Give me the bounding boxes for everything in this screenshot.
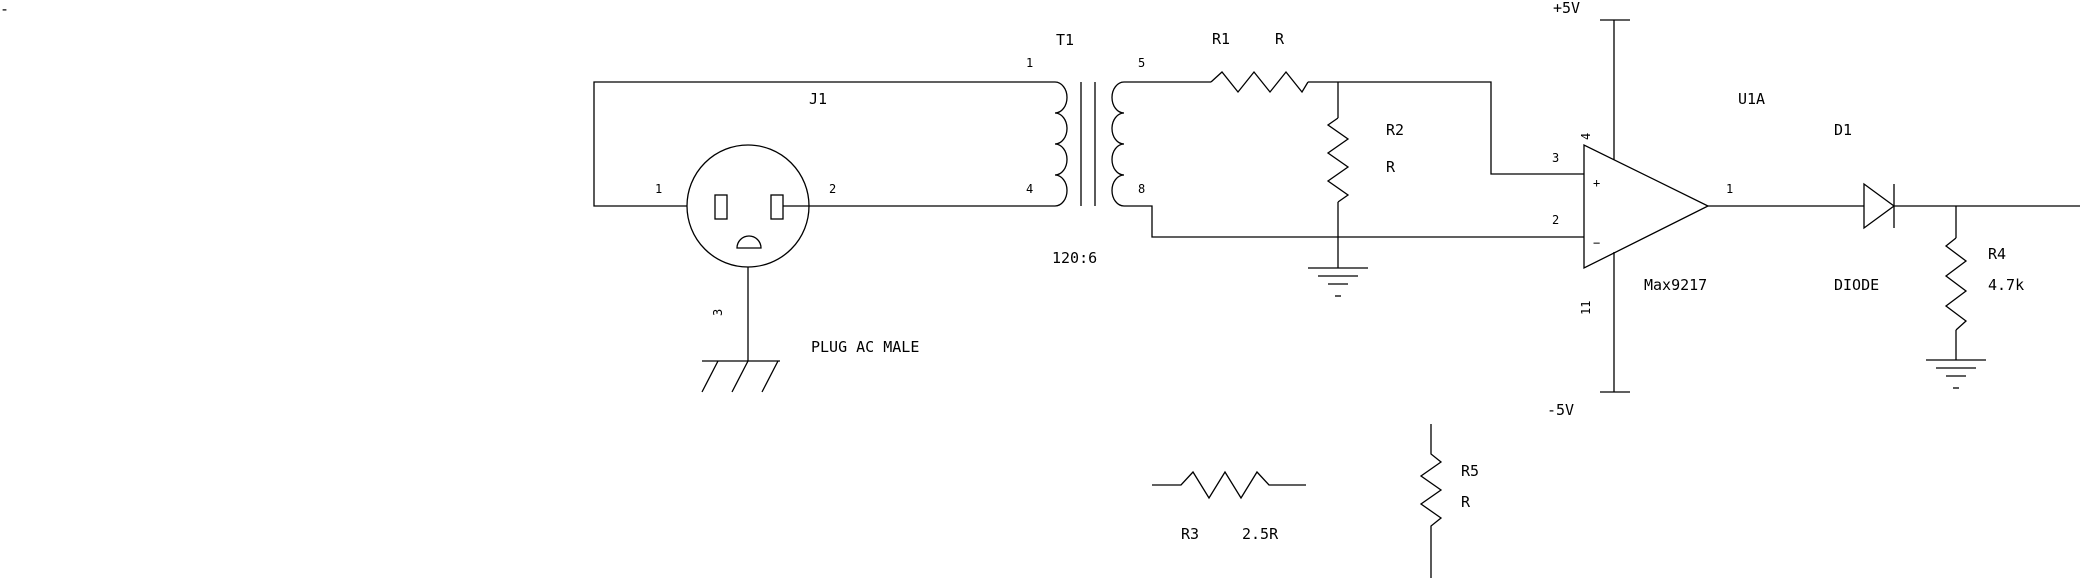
r5-ref-label: R5 [1461, 462, 1479, 480]
u1a-opamp[interactable] [1583, 143, 1710, 270]
r3-resistor[interactable] [1152, 470, 1306, 500]
secondary-wires [1124, 81, 1584, 268]
u1a-pin3-label: 3 [1552, 151, 1559, 165]
d1-diode[interactable] [1863, 182, 1896, 230]
d1-value-label: DIODE [1834, 276, 1879, 294]
output-wires [1708, 205, 2080, 360]
r3-ref-label: R3 [1181, 525, 1199, 543]
u1a-pin1-label: 1 [1726, 182, 1733, 196]
d1-ref-label: D1 [1834, 121, 1852, 139]
t1-ref-label: T1 [1056, 31, 1074, 49]
r4-resistor[interactable] [1944, 237, 1968, 331]
r4-ground-symbol [1926, 359, 1986, 389]
r1-ref-label: R1 [1212, 30, 1230, 48]
t1-pin8-label: 8 [1138, 182, 1145, 196]
r2-ground-symbol [1308, 267, 1368, 297]
t1-pin5-label: 5 [1138, 56, 1145, 70]
u1a-pin2-label: 2 [1552, 213, 1559, 227]
t1-secondary-winding [1111, 81, 1125, 207]
r2-value-label: R [1386, 158, 1396, 176]
u1a-minus-sign: − [1593, 236, 1600, 250]
j1-ref-label: J1 [809, 90, 827, 108]
r2-ref-label: R2 [1386, 121, 1404, 139]
j1-pin2-blade [770, 194, 784, 220]
neg-supply-label: -5V [1547, 401, 1574, 419]
r4-value-label: 4.7k [1988, 276, 2024, 294]
j1-pin3-label: 3 [711, 309, 725, 316]
r5-resistor[interactable] [1419, 424, 1443, 578]
u1a-plus-sign: + [1593, 176, 1600, 190]
u1a-value-label: Max9217 [1644, 276, 1707, 294]
u1a-triangle [1583, 143, 1710, 270]
r2-resistor[interactable] [1326, 117, 1350, 203]
j1-wires [593, 81, 1055, 361]
j1-value-label: PLUG AC MALE [811, 338, 919, 356]
r1-resistor[interactable] [1210, 70, 1309, 94]
r3-value-label: 2.5R [1242, 525, 1279, 543]
t1-pin4-label: 4 [1026, 182, 1033, 196]
r4-ref-label: R4 [1988, 245, 2006, 263]
j1-pin1-label: 1 [655, 182, 662, 196]
d1-triangle [1863, 182, 1896, 230]
j1-ground-pin [736, 235, 762, 249]
pos-supply-label: +5V [1553, 0, 1580, 17]
chassis-ground-symbol [701, 360, 780, 393]
r5-value-label: R [1461, 493, 1471, 511]
j1-pin1-blade [714, 194, 728, 220]
r1-value-label: R [1275, 30, 1285, 48]
j1-pin2-label: 2 [829, 182, 836, 196]
u1a-ref-label: U1A [1738, 90, 1765, 108]
u1a-pin11-label: 11 [1579, 301, 1593, 315]
t1-pin1-label: 1 [1026, 56, 1033, 70]
t1-transformer[interactable] [1054, 81, 1125, 207]
u1a-pin4-label: 4 [1579, 133, 1593, 140]
t1-primary-winding [1054, 81, 1068, 207]
supply-rails [1600, 19, 1630, 393]
corner-mark: - [0, 0, 9, 18]
t1-ratio-label: 120:6 [1052, 249, 1097, 267]
